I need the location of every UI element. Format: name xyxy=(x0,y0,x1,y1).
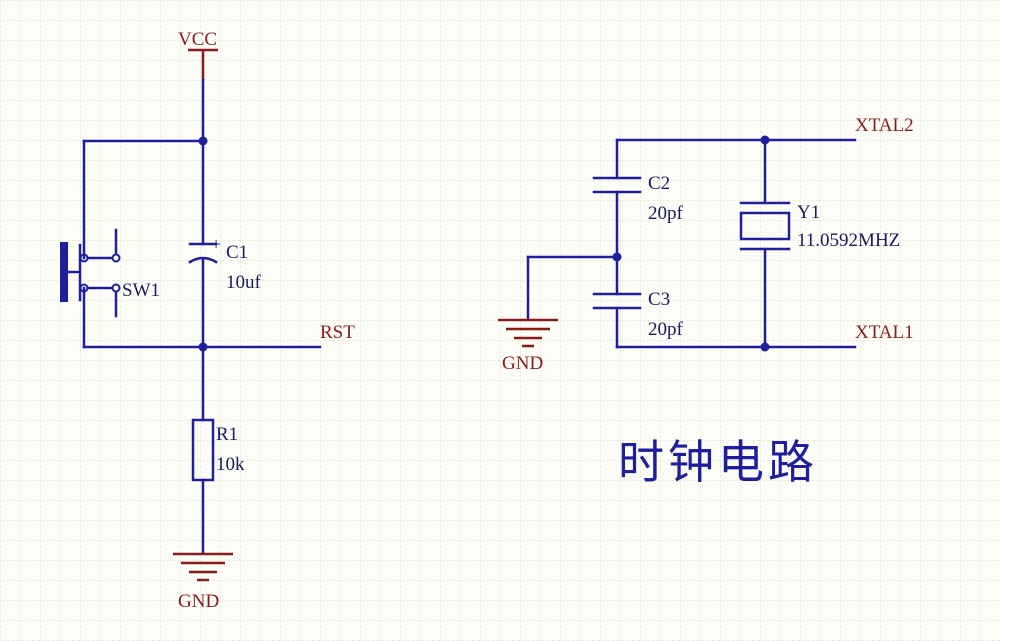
capacitor-c2 xyxy=(592,176,642,194)
capacitor-c3 xyxy=(592,292,642,310)
xtal2-label: XTAL2 xyxy=(855,115,914,136)
vcc-label: VCC xyxy=(178,29,217,50)
c2-designator: C2 xyxy=(648,173,670,194)
gnd-symbol xyxy=(173,552,233,582)
c1-designator: C1 xyxy=(226,242,248,263)
junction-dot xyxy=(198,342,208,352)
gnd-symbol xyxy=(498,318,558,348)
vcc-symbol xyxy=(188,48,218,80)
c2-value: 20pf xyxy=(648,203,684,224)
c3-designator: C3 xyxy=(648,289,670,310)
schematic-svg: VCC SW1 + xyxy=(0,0,1000,641)
r1-designator: R1 xyxy=(216,424,238,445)
clock-circuit: C2 20pf C3 20pf Y1 11.0592MHZ XTAL2 XTAL… xyxy=(498,115,914,374)
c1-polarity-mark: + xyxy=(211,234,221,254)
resistor-r1 xyxy=(191,418,215,482)
switch-sw1 xyxy=(60,228,121,318)
gnd-label: GND xyxy=(502,353,543,374)
c3-value: 20pf xyxy=(648,319,684,340)
crystal-y1 xyxy=(739,138,791,349)
y1-designator: Y1 xyxy=(797,202,820,223)
gnd-label: GND xyxy=(178,591,219,612)
capacitor-c1 xyxy=(188,242,218,264)
r1-value: 10k xyxy=(216,454,245,475)
sw1-designator: SW1 xyxy=(122,280,160,301)
junction-dot xyxy=(612,252,622,262)
reset-circuit: VCC SW1 + xyxy=(60,29,355,612)
rst-label: RST xyxy=(320,322,355,343)
y1-value: 11.0592MHZ xyxy=(797,230,900,251)
schematic-canvas: VCC SW1 + xyxy=(0,0,1000,641)
xtal1-label: XTAL1 xyxy=(855,322,914,343)
c1-value: 10uf xyxy=(226,272,262,293)
circuit-title: 时钟电路 xyxy=(618,435,818,489)
junction-dot xyxy=(198,136,208,146)
